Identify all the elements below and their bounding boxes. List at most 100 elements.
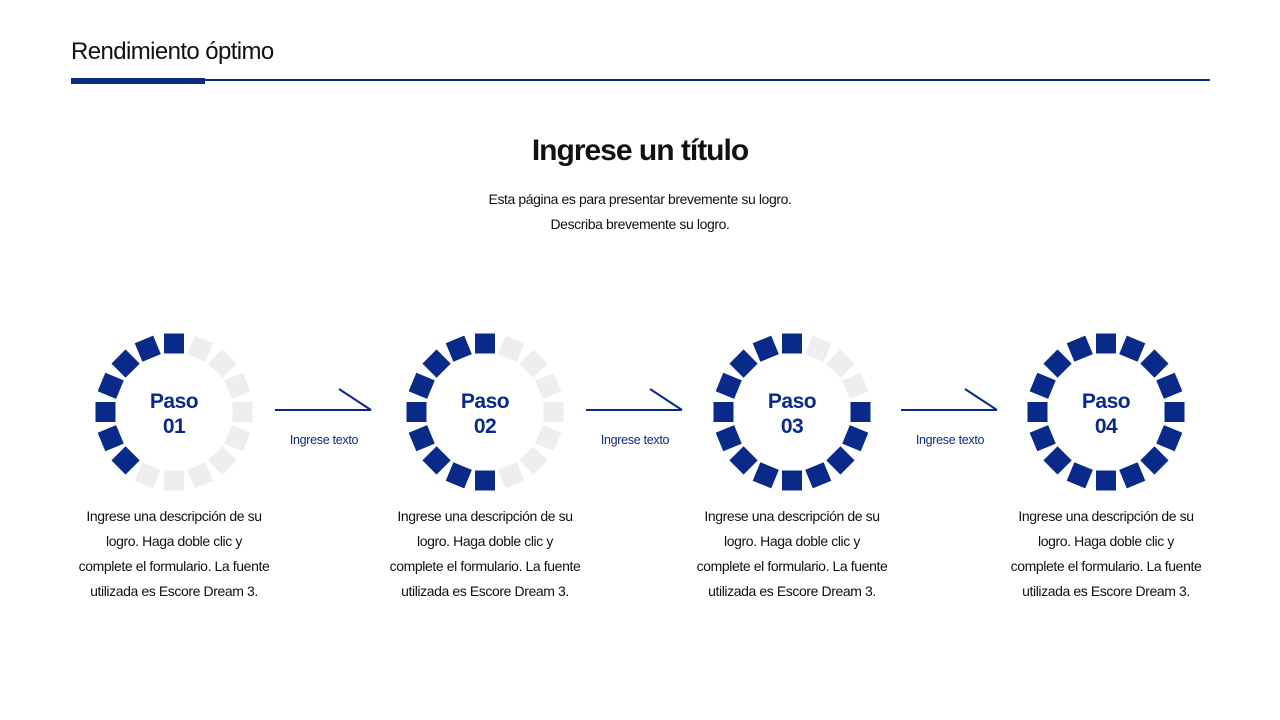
progress-ring-icon — [95, 333, 253, 491]
ring-segment — [1029, 372, 1056, 399]
progress-ring-icon — [1027, 333, 1185, 491]
description-line: Ingrese una descripción de su — [704, 508, 880, 524]
ring-segment — [1096, 333, 1116, 354]
ring-segment — [164, 333, 184, 354]
description-line: Ingrese una descripción de su — [86, 508, 262, 524]
arrow-right-icon — [901, 388, 998, 411]
step-number: 01 — [162, 415, 186, 438]
step-2: Paso 02 — [406, 333, 564, 491]
description-line: logro. Haga doble clic y — [1038, 533, 1174, 549]
step-3: Paso 03 — [713, 333, 871, 491]
header-rule — [71, 79, 1210, 81]
subtitle: Esta página es para presentar brevemente… — [0, 187, 1280, 237]
ring-segment — [1156, 372, 1183, 399]
ring-segment — [1119, 462, 1146, 489]
ring-segment — [475, 333, 495, 354]
ring-segment — [805, 462, 832, 489]
ring-segment — [715, 425, 742, 452]
ring-segment — [408, 372, 435, 399]
description-line: Ingrese una descripción de su — [397, 508, 573, 524]
description-line: complete el formulario. La fuente — [1010, 558, 1202, 574]
step-2-description: Ingrese una descripción de su logro. Hag… — [370, 504, 600, 604]
ring-segment — [713, 402, 734, 422]
step-word: Paso — [1081, 390, 1131, 413]
ring-segment — [752, 335, 779, 362]
main-title: Ingrese un título — [531, 134, 749, 167]
step-label: Paso 04 — [1027, 389, 1185, 439]
ring-segment — [826, 446, 855, 475]
step-label: Paso 03 — [713, 389, 871, 439]
step-number: 02 — [473, 415, 497, 438]
step-label: Paso 02 — [406, 389, 564, 439]
ring-segment — [1140, 349, 1169, 378]
description-line: Ingrese una descripción de su — [1018, 508, 1194, 524]
ring-segment — [475, 470, 495, 491]
ring-segment — [498, 335, 525, 362]
ring-segment — [519, 446, 548, 475]
ring-segment — [1066, 462, 1093, 489]
ring-segment — [1119, 335, 1146, 362]
ring-segment — [1027, 402, 1048, 422]
ring-segment — [1096, 470, 1116, 491]
connector-label: Ingrese texto — [289, 433, 359, 447]
ring-segment — [1029, 425, 1056, 452]
ring-segment — [97, 372, 124, 399]
ring-segment — [842, 372, 869, 399]
ring-segment — [208, 349, 237, 378]
ring-segment — [445, 335, 472, 362]
ring-segment — [224, 425, 251, 452]
ring-segment — [535, 372, 562, 399]
ring-segment — [1043, 349, 1072, 378]
step-4: Paso 04 — [1027, 333, 1185, 491]
connector-label: Ingrese texto — [600, 433, 670, 447]
ring-segment — [1164, 402, 1185, 422]
description-line: utilizada es Escore Dream 3. — [1022, 583, 1190, 599]
ring-segment — [543, 402, 564, 422]
ring-segment — [187, 335, 214, 362]
arrow-right-icon — [586, 388, 683, 411]
ring-segment — [826, 349, 855, 378]
ring-segment — [1156, 425, 1183, 452]
description-line: complete el formulario. La fuente — [696, 558, 888, 574]
ring-segment — [752, 462, 779, 489]
ring-segment — [95, 402, 116, 422]
subtitle-line: Describa brevemente su logro. — [550, 216, 730, 232]
step-1: Paso 01 — [95, 333, 253, 491]
ring-segment — [406, 402, 427, 422]
step-word: Paso — [767, 390, 817, 413]
description-line: logro. Haga doble clic y — [106, 533, 242, 549]
ring-segment — [208, 446, 237, 475]
description-line: logro. Haga doble clic y — [417, 533, 553, 549]
progress-ring-icon — [406, 333, 564, 491]
ring-segment — [97, 425, 124, 452]
step-number: 03 — [780, 415, 804, 438]
progress-ring-icon — [713, 333, 871, 491]
ring-segment — [782, 470, 802, 491]
ring-segment — [111, 349, 140, 378]
step-word: Paso — [460, 390, 510, 413]
description-line: utilizada es Escore Dream 3. — [401, 583, 569, 599]
arrow-right-icon — [275, 388, 372, 411]
ring-segment — [232, 402, 253, 422]
subtitle-line: Esta página es para presentar brevemente… — [488, 191, 792, 207]
ring-segment — [782, 333, 802, 354]
header-rule-accent — [71, 78, 205, 84]
description-line: complete el formulario. La fuente — [78, 558, 270, 574]
step-number: 04 — [1094, 415, 1118, 438]
step-4-description: Ingrese una descripción de su logro. Hag… — [991, 504, 1221, 604]
description-line: complete el formulario. La fuente — [389, 558, 581, 574]
ring-segment — [715, 372, 742, 399]
ring-segment — [729, 446, 758, 475]
ring-segment — [498, 462, 525, 489]
ring-segment — [422, 446, 451, 475]
ring-segment — [224, 372, 251, 399]
ring-segment — [187, 462, 214, 489]
step-label: Paso 01 — [95, 389, 253, 439]
header-title: Rendimiento óptimo — [71, 38, 274, 65]
ring-segment — [134, 462, 161, 489]
ring-segment — [164, 470, 184, 491]
description-line: logro. Haga doble clic y — [724, 533, 860, 549]
ring-segment — [134, 335, 161, 362]
description-line: utilizada es Escore Dream 3. — [708, 583, 876, 599]
ring-segment — [408, 425, 435, 452]
